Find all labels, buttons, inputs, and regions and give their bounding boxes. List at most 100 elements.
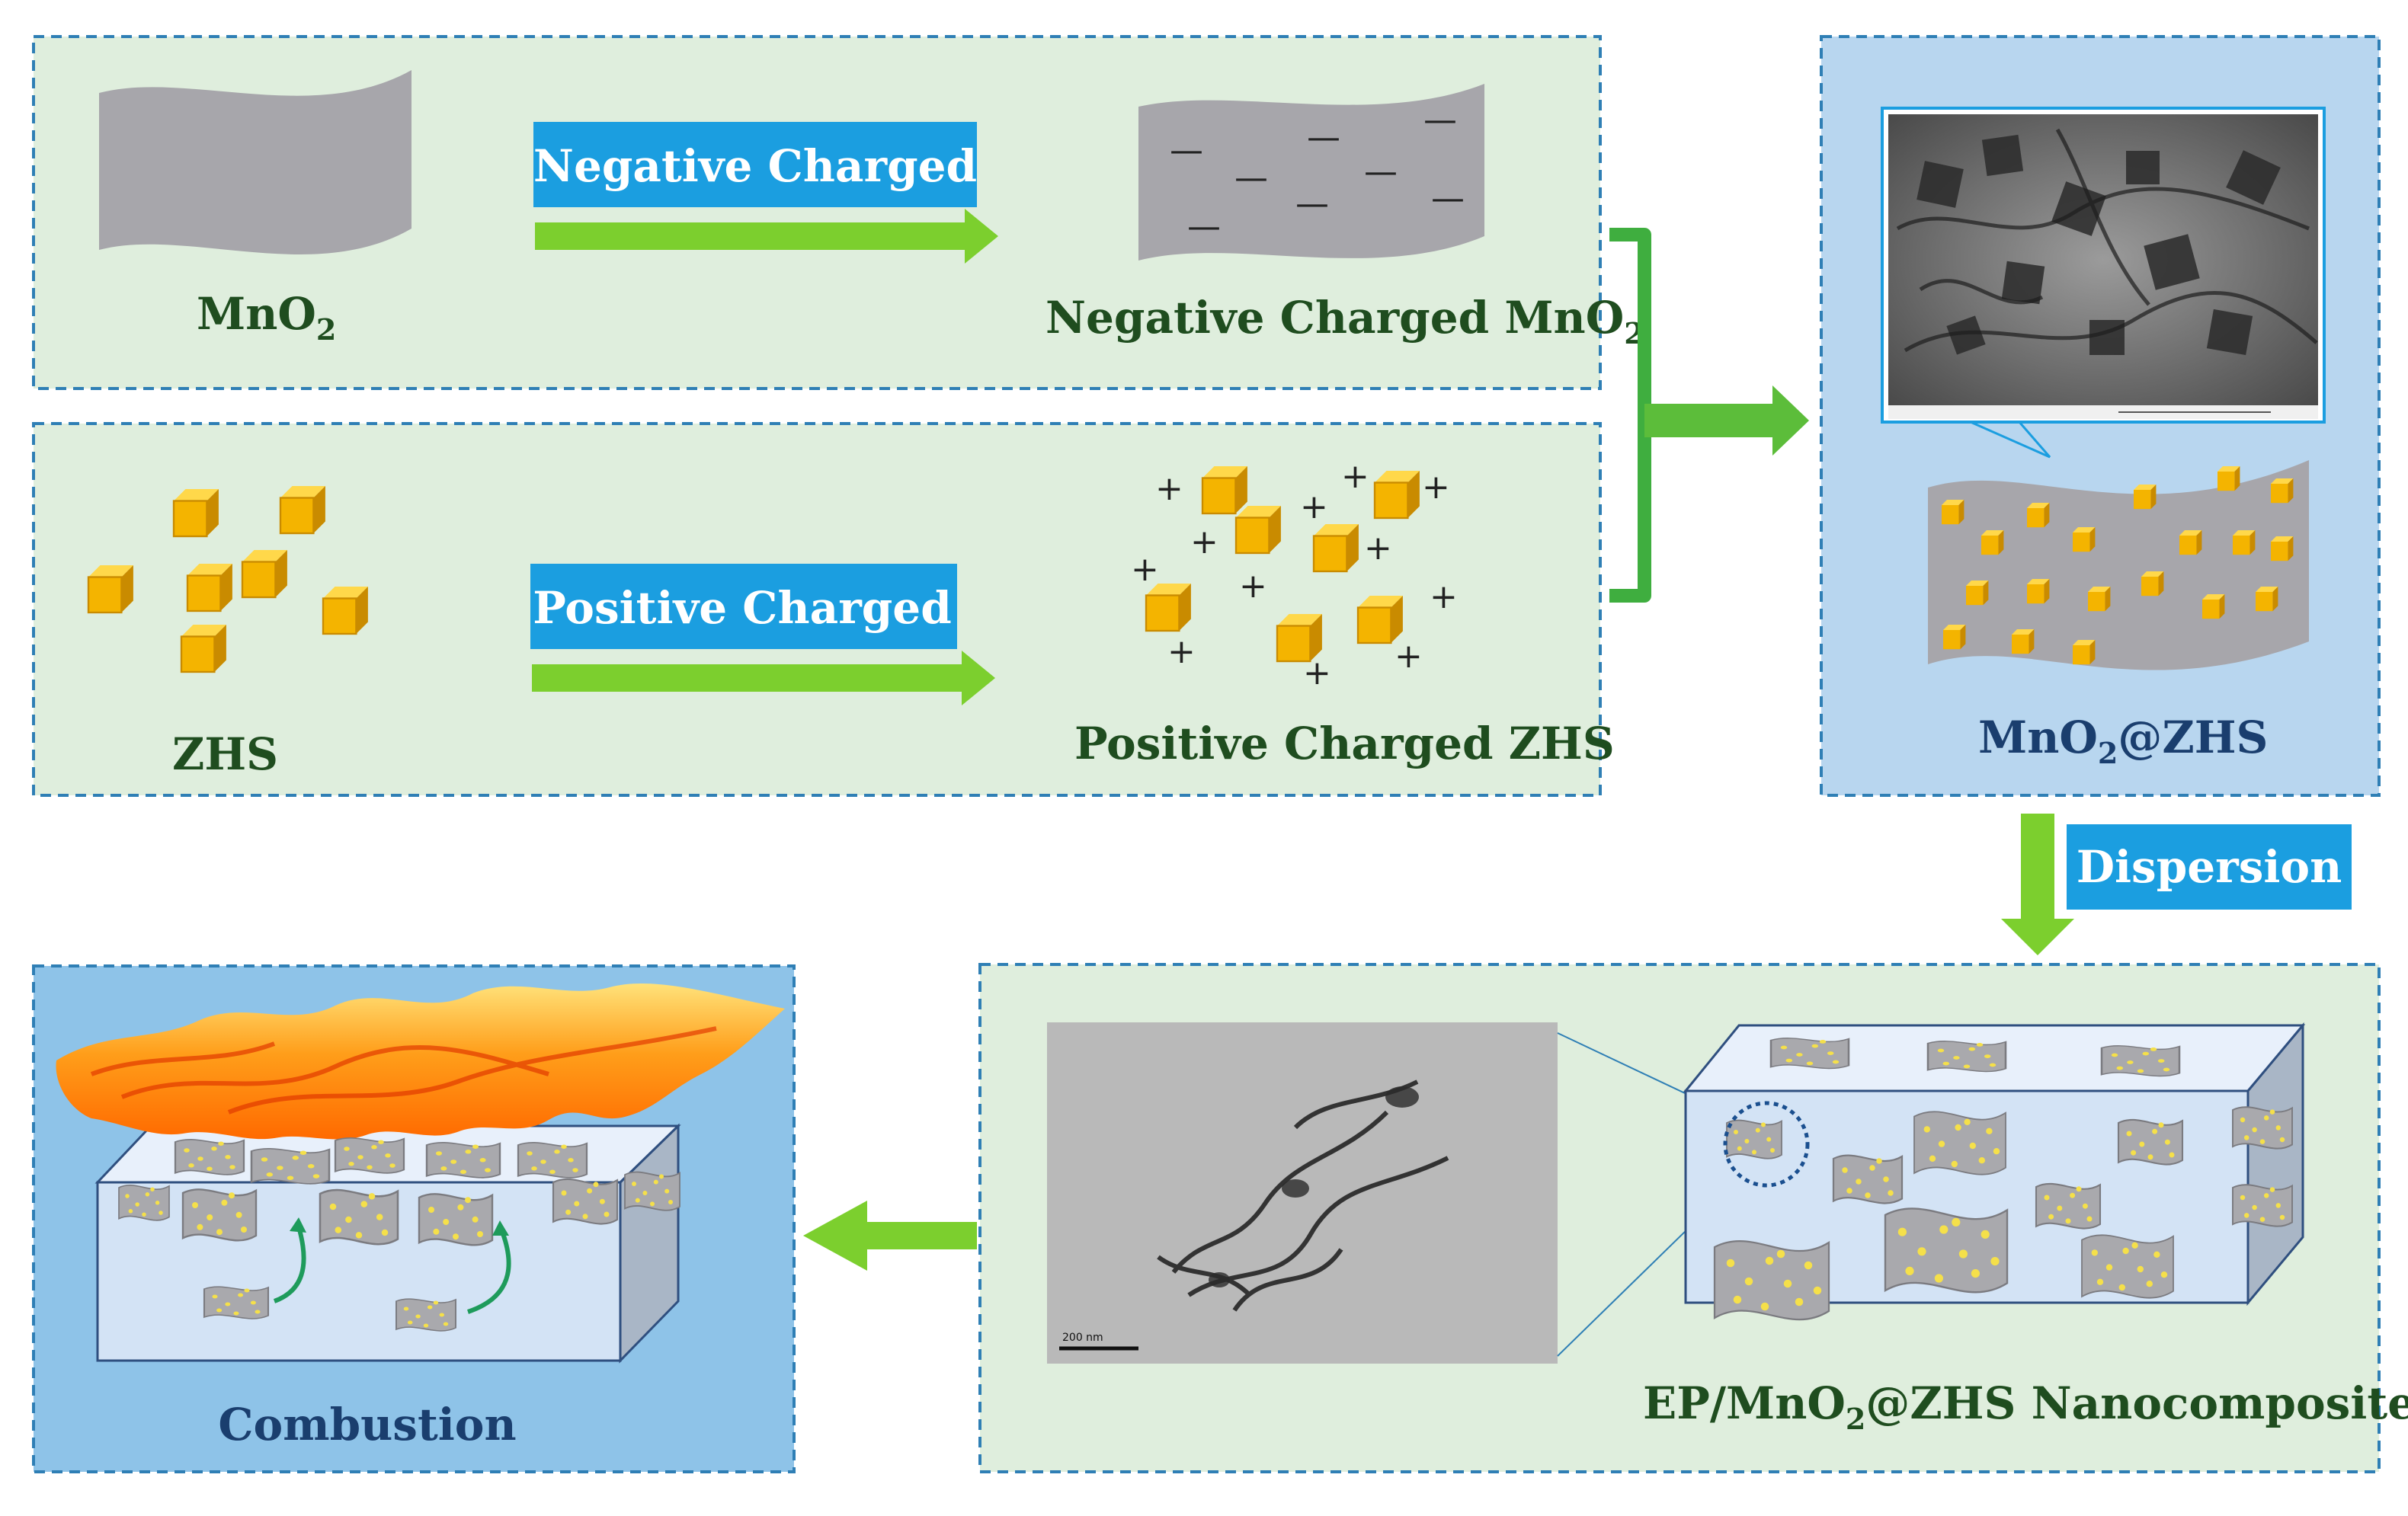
mno2-sheet [99, 70, 411, 254]
sheet-icon [319, 1188, 399, 1246]
sheet-icon [552, 1178, 619, 1225]
migration-arrow [467, 1228, 511, 1314]
dispersion-arrow [2001, 814, 2074, 955]
cube-icon [1234, 504, 1282, 555]
cube-icon [2141, 571, 2164, 596]
sheet-icon [181, 1188, 258, 1242]
minus-sign: — [1364, 152, 1398, 191]
sheet-icon [2232, 1106, 2293, 1150]
cube-icon [1943, 625, 1966, 650]
sheet-icon [174, 1138, 245, 1175]
combustion-label: Combustion [218, 1399, 516, 1450]
nanocomposites-label: EP/MnO2@ZHS Nanocomposites [1643, 1377, 2408, 1436]
sheet-icon [2035, 1182, 2102, 1230]
negative-charged-mno2-label: Negative Charged MnO2 [1045, 292, 1644, 350]
sheet-icon [2081, 1234, 2174, 1299]
sheet-icon [2117, 1118, 2184, 1166]
sheet-icon [1726, 1119, 1782, 1159]
plus-sign: + [1430, 577, 1458, 616]
cube-icon [322, 585, 370, 635]
cube-icon [2271, 478, 2294, 504]
sheet-icon [395, 1298, 456, 1332]
positive-charged-zhs-label: Positive Charged ZHS [1074, 718, 1615, 769]
cube-icon [2179, 530, 2202, 555]
plus-sign: + [1239, 567, 1267, 606]
cube-icon [1981, 530, 2004, 555]
micrograph-callout [1970, 421, 2051, 459]
plus-sign: + [1155, 469, 1183, 508]
sheet-icon [624, 1171, 680, 1211]
negative-charge-signs: — — — — — — — — [1170, 101, 1465, 246]
dispersion-label: Dispersion [2077, 841, 2342, 893]
cube-icon [180, 623, 228, 673]
plus-sign: + [1341, 457, 1369, 496]
cube-icon [279, 485, 327, 535]
negative-process-arrow [535, 209, 998, 264]
plus-sign: + [1131, 550, 1159, 589]
cube-icon [2073, 640, 2096, 665]
minus-sign: — [1187, 207, 1221, 246]
sheet-icon [2100, 1044, 2181, 1077]
sheet-icon [517, 1141, 588, 1179]
plus-sign: + [1303, 654, 1331, 692]
negative-charged-label: Negative Charged [533, 140, 977, 192]
positive-charged-label-box [530, 564, 957, 649]
cube-icon [172, 488, 220, 538]
cube-icon [2134, 485, 2157, 510]
negative-charged-sheet [1138, 84, 1484, 261]
sheet-icon [1832, 1154, 1904, 1204]
positive-process-arrow [532, 651, 995, 705]
combine-arrow [1644, 385, 1809, 456]
plus-sign: + [1167, 632, 1196, 671]
sheet-icon [203, 1286, 270, 1320]
cube-icon [2073, 527, 2096, 552]
combustion-arrow [803, 1201, 977, 1271]
sheet-icon [1926, 1040, 2007, 1073]
cube-icon [1966, 580, 1989, 606]
minus-sign: — [1295, 184, 1329, 223]
combine-bracket [1609, 228, 1651, 603]
mno2-label: MnO2 [197, 288, 336, 347]
cube-icon [1201, 465, 1249, 515]
cube-icon [87, 564, 135, 614]
zoom-circle [1723, 1101, 1810, 1188]
minus-sign: — [1170, 131, 1203, 170]
mno2-zhs-label: MnO2@ZHS [1978, 712, 2268, 770]
tem-scale-label: 200 nm [1062, 1332, 1103, 1344]
cube-icon [2202, 594, 2225, 619]
plus-sign: + [1300, 488, 1328, 526]
sheet-icon [250, 1147, 331, 1185]
cube-icon [2012, 629, 2035, 654]
migration-arrow [273, 1226, 306, 1303]
cube-icon [1942, 500, 1965, 525]
zhs-label: ZHS [172, 728, 278, 780]
cube-icon [2088, 587, 2111, 612]
cube-icon [1145, 582, 1193, 632]
sheet-icon [1913, 1111, 2006, 1175]
tem-micrograph-nanocomposite: 200 nm [1047, 1022, 1558, 1364]
dispersion-label-box [2067, 824, 2352, 910]
sheet-icon [118, 1184, 170, 1221]
migration-arrow-head [290, 1217, 306, 1233]
migration-arrow-head [492, 1220, 509, 1236]
flame-image [56, 983, 786, 1140]
plus-sign: + [1395, 637, 1423, 676]
tem-micrograph-hybrid [1881, 107, 2326, 424]
sheet-icon [418, 1193, 494, 1246]
cube-icon [241, 549, 289, 599]
cube-icon [1356, 594, 1404, 644]
minus-sign: — [1234, 158, 1268, 197]
cube-icon [1312, 523, 1360, 573]
sheet-icon [1713, 1240, 1830, 1321]
minus-sign: — [1431, 179, 1465, 218]
sheet-icon [1884, 1207, 2009, 1294]
cube-icon [1373, 469, 1421, 520]
cube-icon [2256, 587, 2278, 612]
positive-charge-signs: + + + + + + + + + + + + [1131, 457, 1458, 692]
sheet-icon [2232, 1184, 2293, 1227]
cube-icon [2271, 536, 2294, 561]
plus-sign: + [1422, 468, 1450, 507]
positive-charged-label: Positive Charged [533, 582, 952, 634]
sheet-icon [425, 1141, 501, 1179]
cube-icon [2233, 530, 2256, 555]
